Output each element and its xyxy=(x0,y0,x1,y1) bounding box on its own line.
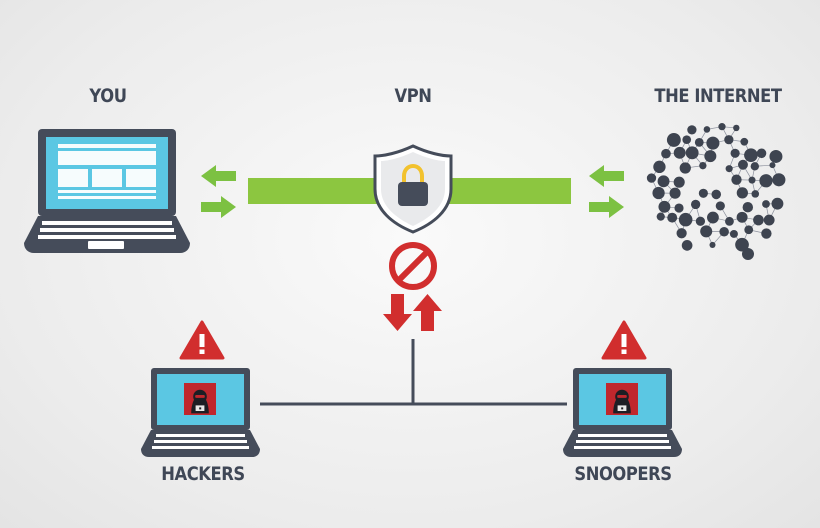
keyboard xyxy=(38,221,176,239)
network-node xyxy=(703,126,711,133)
warning-triangle-icon xyxy=(179,320,225,360)
network-node xyxy=(729,229,738,238)
vpn-label: VPN xyxy=(394,85,432,107)
network-node xyxy=(704,150,717,163)
network-node xyxy=(673,176,685,188)
network-node xyxy=(656,212,665,221)
hackers-laptop xyxy=(141,320,260,457)
network-node xyxy=(733,124,740,132)
hacker-icon xyxy=(606,383,638,415)
left-traffic-arrows xyxy=(201,165,236,218)
you-laptop xyxy=(24,129,190,253)
network-node xyxy=(678,212,693,227)
network-node xyxy=(744,148,758,163)
network-node xyxy=(762,200,770,208)
arrow-right-icon xyxy=(201,196,236,218)
arrow-right-icon xyxy=(589,196,624,218)
network-node xyxy=(674,203,684,213)
network-node xyxy=(694,137,704,147)
lock-shield-icon xyxy=(373,144,453,234)
network-node xyxy=(658,200,671,213)
network-node xyxy=(759,174,773,188)
arrow-up-icon xyxy=(413,294,442,331)
network-node xyxy=(731,174,742,185)
network-node xyxy=(682,135,692,144)
network-node xyxy=(669,187,681,199)
no-entry-icon xyxy=(389,242,437,290)
blocked-traffic-arrows xyxy=(383,294,442,331)
internet-network xyxy=(646,123,786,260)
network-node xyxy=(761,228,772,239)
trackpad xyxy=(88,241,124,249)
snoopers-label: SNOOPERS xyxy=(574,463,672,485)
network-node xyxy=(646,173,657,183)
network-lines xyxy=(260,339,567,406)
snoopers-laptop xyxy=(563,320,682,457)
network-node xyxy=(763,214,775,226)
network-node xyxy=(709,241,716,248)
network-node xyxy=(661,148,671,159)
network-node xyxy=(676,228,687,239)
network-node xyxy=(715,201,725,211)
network-node xyxy=(735,237,749,252)
network-node xyxy=(711,189,722,200)
network-node xyxy=(742,201,754,213)
network-node xyxy=(666,132,681,147)
hackers-label: HACKERS xyxy=(161,463,245,485)
network-node xyxy=(756,148,767,159)
right-traffic-arrows xyxy=(589,165,624,218)
network-node xyxy=(706,136,720,150)
webpage-wireframe xyxy=(58,144,156,199)
you-label: YOU xyxy=(89,85,127,107)
network-node xyxy=(725,216,734,226)
network-node xyxy=(738,159,748,170)
network-node xyxy=(685,146,699,160)
network-node xyxy=(742,248,754,260)
arrow-left-icon xyxy=(201,165,236,187)
network-node xyxy=(730,148,740,158)
network-node xyxy=(772,173,786,187)
network-node xyxy=(707,211,719,224)
network-node xyxy=(751,190,760,198)
network-node xyxy=(679,162,691,174)
network-node xyxy=(687,125,697,135)
network-node xyxy=(695,216,706,226)
network-node xyxy=(657,175,670,188)
network-node xyxy=(744,225,754,235)
network-node xyxy=(698,188,708,198)
hacker-icon xyxy=(184,383,216,415)
network-node xyxy=(699,161,707,170)
network-node xyxy=(673,146,686,159)
arrow-down-icon xyxy=(383,294,412,331)
network-node xyxy=(769,162,776,169)
network-node xyxy=(653,160,666,174)
network-node xyxy=(667,212,678,223)
network-node xyxy=(740,137,749,146)
network-node xyxy=(736,187,748,199)
network-node xyxy=(652,186,665,200)
network-node xyxy=(718,123,726,131)
network-node xyxy=(690,199,701,210)
network-node xyxy=(771,197,784,210)
network-node xyxy=(736,211,748,223)
network-node xyxy=(725,165,733,173)
network-node xyxy=(700,225,713,238)
arrow-left-icon xyxy=(589,165,624,187)
internet-label: THE INTERNET xyxy=(654,85,782,107)
network-node xyxy=(748,176,756,184)
network-node xyxy=(769,149,783,163)
network-node xyxy=(724,135,734,145)
warning-triangle-icon xyxy=(601,320,647,360)
network-node xyxy=(753,214,764,226)
network-node xyxy=(719,226,729,237)
network-node xyxy=(750,162,760,171)
network-node xyxy=(681,240,693,251)
